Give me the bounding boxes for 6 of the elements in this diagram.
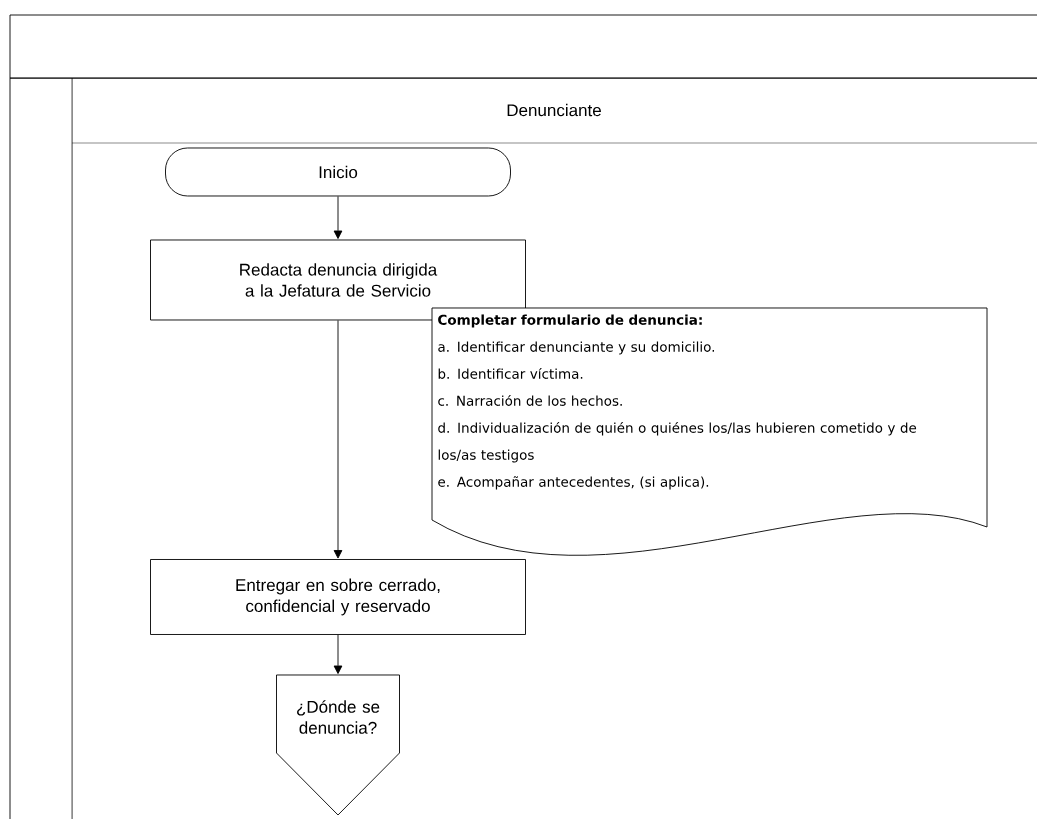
arrow	[333, 320, 343, 559]
arrow	[333, 634, 343, 674]
off-page-connector: ¿Dónde se denuncia?	[276, 674, 400, 816]
start-terminator: Inicio	[165, 147, 511, 197]
arrow	[333, 196, 343, 239]
process-box: Entregar en sobre cerrado, confidencial y reservado	[150, 559, 526, 635]
